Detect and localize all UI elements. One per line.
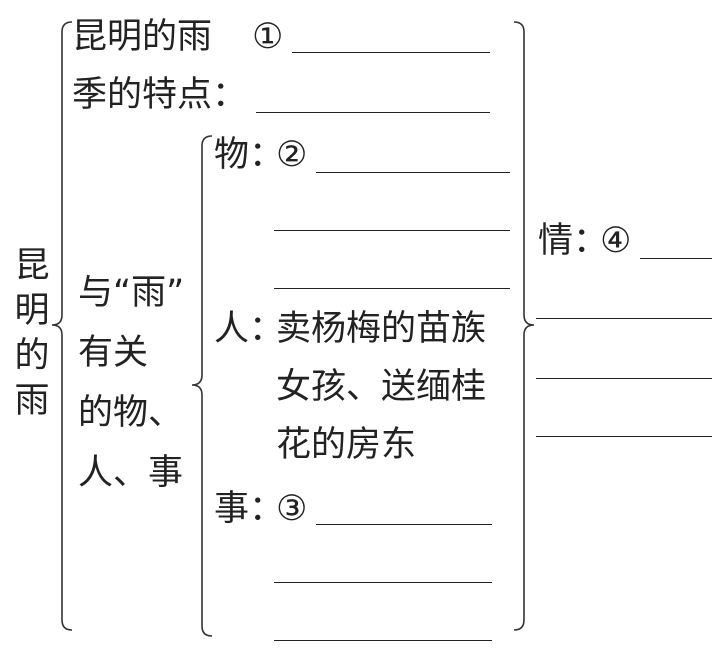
emotion-label: 情： [538, 221, 609, 261]
title-char: 雨 [14, 381, 50, 421]
feature-label-line2: 季的特点： [72, 75, 248, 115]
marker-3: ③ [276, 489, 308, 529]
blank-1a[interactable] [292, 52, 490, 53]
people-line2: 女孩、送缅桂 [276, 367, 487, 407]
title-char: 明 [14, 291, 50, 331]
people-line3: 花的房东 [276, 425, 417, 465]
blank-4d[interactable] [536, 436, 712, 437]
related-line4: 人、事 [78, 453, 184, 493]
blank-1b[interactable] [256, 112, 490, 113]
right-brace [513, 21, 535, 631]
blank-2a[interactable] [316, 172, 510, 173]
blank-4b[interactable] [536, 318, 712, 319]
blank-2c[interactable] [274, 288, 510, 289]
marker-4: ④ [600, 221, 632, 261]
related-line1: 与“雨” [78, 273, 185, 313]
blank-3c[interactable] [274, 640, 492, 641]
title-char: 昆 [14, 246, 50, 286]
marker-2: ② [276, 135, 308, 175]
events-label: 事： [214, 489, 285, 529]
blank-4c[interactable] [536, 378, 712, 379]
people-label: 人： [214, 309, 285, 349]
diagram-title: 昆 明 的 雨 [12, 244, 52, 424]
related-line3: 的物、 [78, 393, 184, 433]
blank-3a[interactable] [316, 524, 492, 525]
main-left-brace [51, 21, 73, 631]
feature-label-line1: 昆明的雨 [72, 17, 213, 57]
people-line1: 卖杨梅的苗族 [276, 309, 487, 349]
related-line2: 有关 [78, 333, 149, 373]
marker-1: ① [252, 17, 284, 57]
title-char: 的 [14, 336, 50, 376]
blank-4a[interactable] [640, 258, 712, 259]
blank-2b[interactable] [274, 230, 510, 231]
sub-left-brace [191, 135, 213, 637]
blank-3b[interactable] [274, 582, 492, 583]
things-label: 物： [214, 135, 285, 175]
